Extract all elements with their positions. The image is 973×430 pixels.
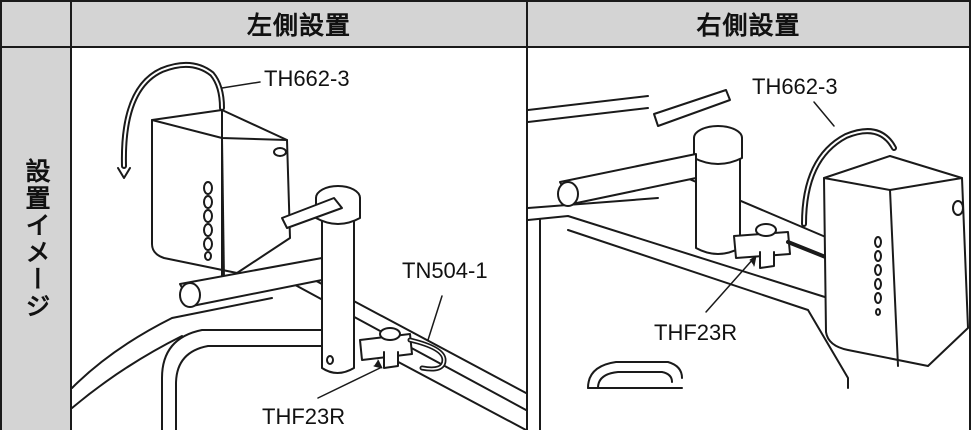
right-label-purifier: TH662-3 [752,74,838,99]
left-install-panel: TH662-3 TN504-1 THF23R [70,46,528,430]
header-left-install: 左側設置 [70,0,528,48]
side-label-cell: 設置イメージ [0,46,72,430]
header-right-install: 右側設置 [526,0,971,48]
right-install-panel: TH662-3 THF23R [526,46,971,430]
header-corner [0,0,72,48]
right-label-valve: THF23R [654,320,737,345]
left-install-drawing: TH662-3 TN504-1 THF23R [72,61,526,430]
left-label-hose: TN504-1 [402,258,488,283]
side-label: 設置イメージ [22,158,51,320]
left-label-purifier: TH662-3 [264,66,350,91]
right-install-drawing: TH662-3 THF23R [528,74,969,430]
left-label-valve: THF23R [262,404,345,429]
